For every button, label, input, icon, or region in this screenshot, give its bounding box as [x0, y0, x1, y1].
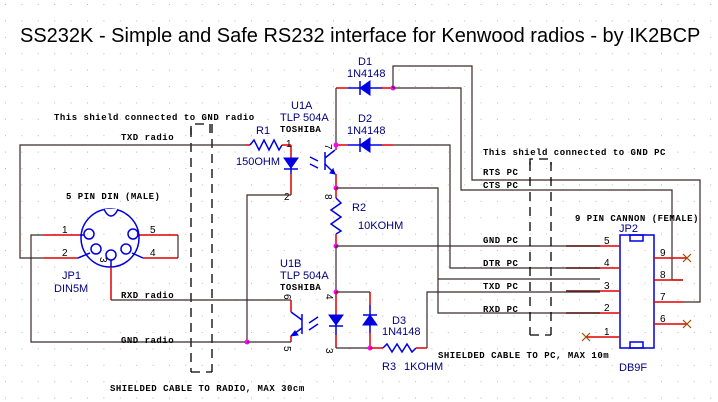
u1a-led: [283, 145, 299, 195]
jp2-pin9: 9: [660, 248, 666, 259]
jp2-pin6: 6: [660, 314, 666, 325]
jp2-pin4: 4: [604, 258, 610, 269]
jp1-pin4: 4: [150, 248, 156, 259]
diagram-title: SS232K - Simple and Safe RS232 interface…: [20, 25, 700, 47]
u1b-phototransistor: [285, 299, 319, 342]
u1b-pin4: 4: [323, 294, 334, 300]
junction: [333, 142, 339, 148]
u1a-pin1: 1: [286, 139, 292, 150]
shield-pc-note: This shield connected to GND PC: [483, 148, 666, 158]
u1b-pin3: 3: [323, 348, 334, 354]
net-rts-pc: RTS PC: [483, 168, 519, 178]
net-dtr-pc: DTR PC: [483, 259, 519, 269]
jp1-pin3: 3: [97, 257, 108, 263]
u1a-part: TLP 504A: [280, 112, 329, 124]
d1-value: 1N4148: [347, 68, 386, 80]
u1a-pin2: 2: [284, 192, 290, 203]
shield-pc: [529, 158, 552, 336]
r3-ref: R3: [382, 361, 396, 373]
net-txd-radio: TXD radio: [121, 133, 174, 143]
u1a-maker: TOSHIBA: [280, 125, 321, 135]
d1-diode: [336, 80, 393, 96]
net-cts-pc: CTS PC: [483, 181, 519, 191]
jp2-desc: 9 PIN CANNON (FEMALE): [575, 214, 699, 224]
net-rxd-pc: RXD PC: [483, 305, 519, 315]
net-gnd-radio: GND radio: [121, 336, 174, 346]
r1-ref: R1: [256, 125, 270, 137]
jp2-pin8: 8: [660, 270, 666, 281]
u1a-pin7: 7: [322, 144, 333, 150]
jp1-desc: 5 PIN DIN (MALE): [66, 192, 160, 202]
d3-value: 1N4148: [382, 326, 421, 338]
jp2-pin2: 2: [604, 303, 610, 314]
d2-value: 1N4148: [347, 125, 386, 137]
jp1-pin5: 5: [150, 225, 156, 236]
u1b-maker: TOSHIBA: [280, 283, 321, 293]
u1b-led: [328, 292, 344, 348]
u1b-part: TLP 504A: [280, 270, 329, 282]
no-connect-marker: [682, 253, 692, 263]
u1a-pin8: 8: [322, 194, 333, 200]
shield-radio-note: This shield connected to GND radio: [54, 113, 255, 123]
r2-value: 10KOHM: [358, 220, 403, 232]
d3-ref: D3: [392, 315, 406, 327]
jp1-pin1: 1: [62, 225, 68, 236]
cable-radio-note: SHIELDED CABLE TO RADIO, MAX 30cm: [110, 384, 305, 394]
jp2-pin3: 3: [604, 281, 610, 292]
net-rxd-radio: RXD radio: [121, 291, 174, 301]
r3-value: 1KOHM: [404, 361, 443, 373]
shield-radio: [190, 123, 213, 373]
jp1-pin2: 2: [62, 248, 68, 259]
u1a-ref: U1A: [291, 100, 313, 112]
jp1-ref: JP1: [62, 270, 81, 282]
jp2-pin5: 5: [604, 236, 610, 247]
net-gnd-pc: GND PC: [483, 236, 519, 246]
jp2-ref: JP2: [619, 223, 638, 235]
cable-pc-note: SHIELDED CABLE TO PC, MAX 10m: [438, 351, 609, 361]
net-txd-pc: TXD PC: [483, 282, 519, 292]
u1b-pin5: 5: [281, 346, 292, 352]
jp1-value: DIN5M: [54, 283, 88, 295]
jp2-pin7: 7: [660, 292, 666, 303]
jp2-value: DB9F: [619, 362, 647, 374]
r2-ref: R2: [352, 202, 366, 214]
d2-ref: D2: [358, 113, 372, 125]
u1b-pin6: 6: [281, 294, 292, 300]
no-connect-marker: [682, 319, 692, 329]
u1b-ref: U1B: [280, 258, 301, 270]
r1-value: 150OHM: [236, 156, 280, 168]
no-connect-marker: [581, 332, 591, 342]
u1a-phototransistor: [309, 145, 337, 188]
d1-ref: D1: [358, 56, 372, 68]
jp2-pin1: 1: [604, 327, 610, 338]
din5-connector: [77, 208, 144, 268]
